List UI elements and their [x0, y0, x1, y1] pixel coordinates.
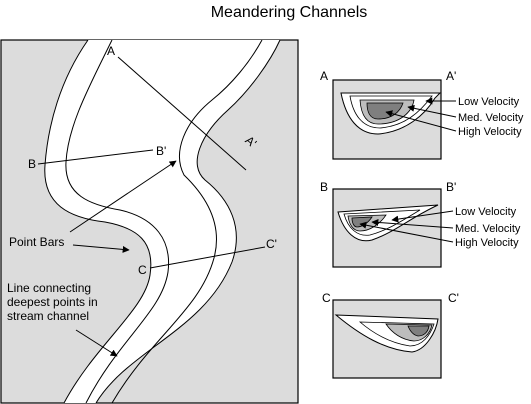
- cross-section-b-med-label: Med. Velocity: [455, 223, 521, 235]
- section-label-c-prime: C': [266, 237, 277, 251]
- figure-title: Meandering Channels: [211, 4, 368, 21]
- section-label-c: C: [138, 263, 147, 277]
- cross-section-b-high-arrow: [359, 221, 454, 243]
- section-line-a: [117, 56, 247, 171]
- inner-bank-right: [111, 39, 263, 404]
- outer-bank-left: [44, 39, 152, 404]
- thalweg-label-line1: Line connecting: [7, 281, 91, 295]
- cross-section-b-med-arrow: [371, 218, 454, 229]
- cross-section-a-left-label: A: [320, 69, 328, 83]
- thalweg-label-line3: stream channel: [7, 309, 89, 323]
- section-label-b-prime: B': [156, 144, 166, 158]
- cross-section-c-channel-inner: [358, 321, 435, 347]
- cross-section-a-med-label: Med. Velocity: [458, 112, 524, 124]
- cross-section-b-channel-inner: [343, 209, 421, 236]
- point-bars-arrow-upper: [69, 160, 177, 233]
- cross-section-c: C C': [322, 291, 459, 379]
- cross-section-b-left-label: B: [320, 180, 328, 194]
- thalweg-line: [65, 39, 170, 404]
- section-label-b: B: [28, 157, 36, 171]
- cross-section-c-left-label: C: [322, 291, 331, 305]
- meander-channel: [44, 40, 280, 403]
- cross-section-a-med-arrow: [407, 104, 457, 118]
- cross-section-c-high-velocity-zone: [407, 325, 430, 337]
- cross-section-c-right-label: C': [448, 291, 459, 305]
- cross-section-a-high-velocity-zone: [366, 102, 404, 120]
- point-bars-label: Point Bars: [9, 235, 64, 249]
- section-line-b: [37, 149, 154, 165]
- cross-section-b: B B' Low Velocity Med. Velocity High Vel…: [320, 180, 521, 268]
- cross-section-b-right-label: B': [446, 180, 456, 194]
- cross-section-a-high-arrow: [385, 110, 457, 132]
- thalweg-arrow: [75, 329, 118, 357]
- cross-section-a-high-label: High Velocity: [458, 126, 522, 138]
- cross-section-a-right-label: A': [446, 69, 456, 83]
- cross-section-b-low-label: Low Velocity: [455, 206, 517, 218]
- cross-section-a-channel-inner: [349, 95, 433, 129]
- section-line-c: [149, 246, 266, 269]
- cross-section-b-low-arrow: [391, 210, 454, 223]
- map-panel: A A' B B' C C' Point Bars Line connectin…: [0, 39, 299, 404]
- outer-bank-right: [95, 39, 281, 404]
- section-label-a: A: [107, 44, 115, 58]
- thalweg-label-line2: deepest points in: [7, 295, 98, 309]
- cross-section-a-low-label: Low Velocity: [458, 96, 520, 108]
- point-bars-arrow-lower: [72, 244, 130, 253]
- cross-section-a: A A' Low Velocity Med. Velocity High Vel…: [320, 69, 524, 160]
- cross-section-b-high-label: High Velocity: [455, 237, 519, 249]
